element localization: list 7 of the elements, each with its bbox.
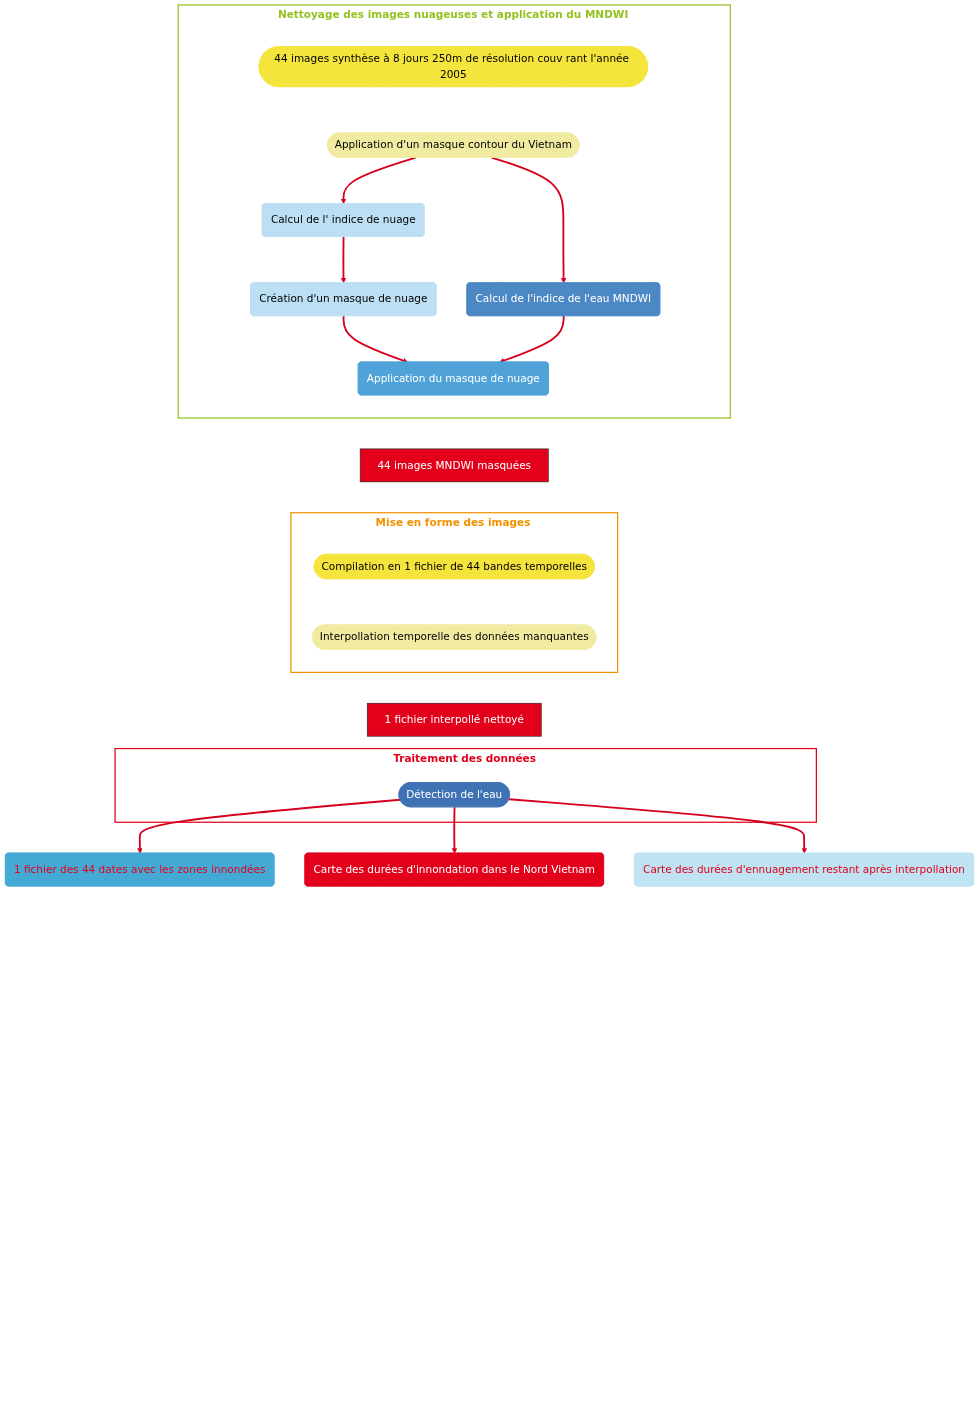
arrow <box>508 798 807 854</box>
arrow <box>490 156 567 284</box>
arrow <box>340 156 417 205</box>
node-box: 44 images MNDWI masquées <box>359 448 549 483</box>
arrow <box>451 806 458 854</box>
node-box: 1 fichier interpollé nettoyé <box>366 702 542 737</box>
arrow <box>340 235 347 284</box>
